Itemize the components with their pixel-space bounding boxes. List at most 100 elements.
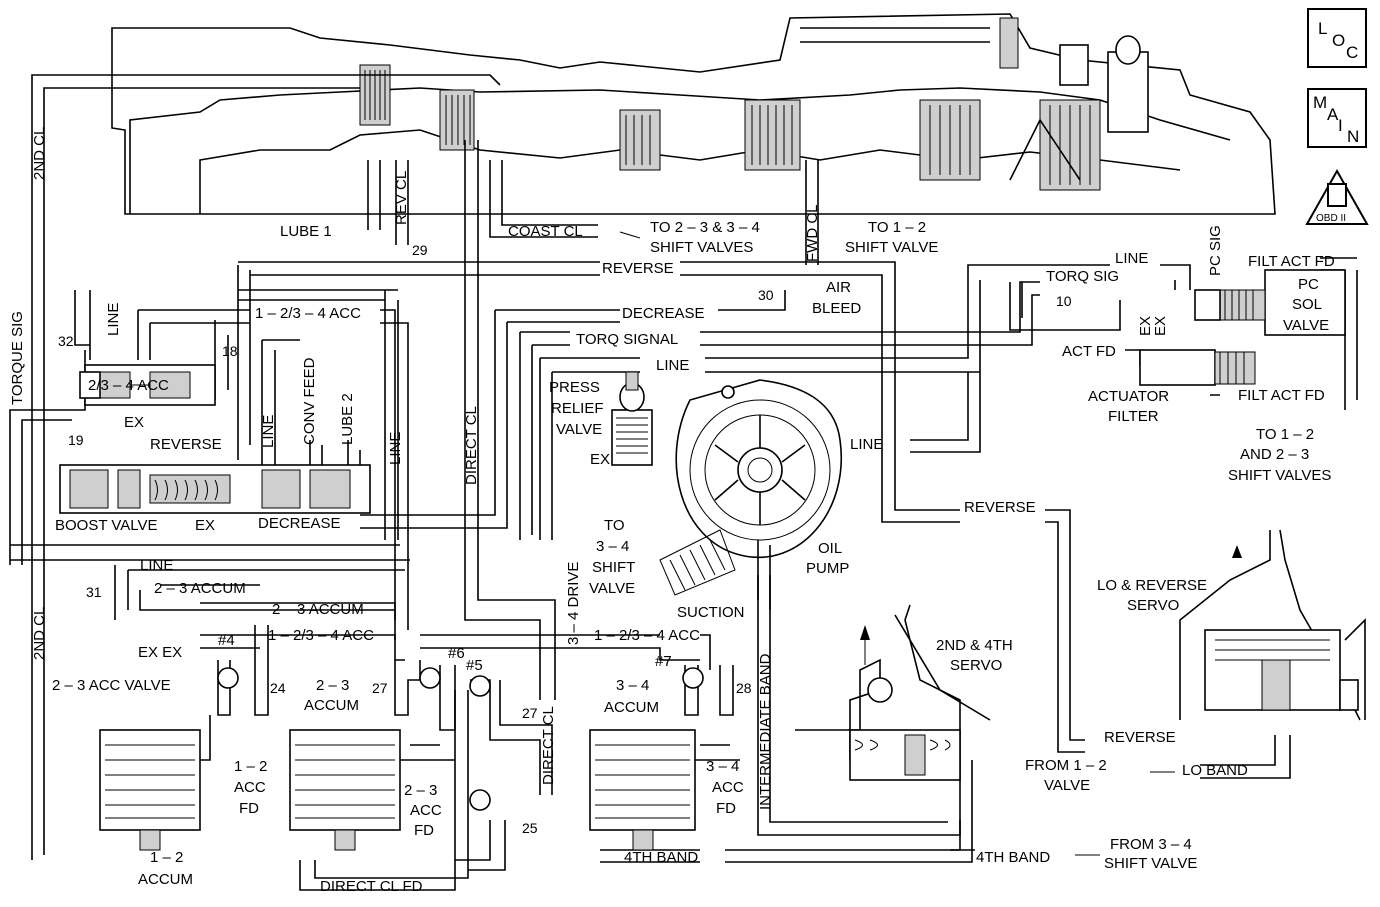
label-conv-feed: CONV FEED [301,357,318,445]
label-servo-2nd: SERVO [950,657,1002,674]
label-ex-pc-2: EX [1152,316,1169,336]
label-3-4-a: 3 – 4 [596,538,629,555]
label-accum-34: ACCUM [604,699,659,716]
label-intermediate-band: INTERMEDIATE BAND [757,653,774,810]
loc-letter-c: C [1346,43,1358,62]
label-pc-sig: PC SIG [1207,225,1224,276]
label-torq-signal: TORQ SIGNAL [576,331,678,348]
label-and-23: AND 2 – 3 [1240,446,1309,463]
actuator-filter [1139,349,1256,386]
label-line-pump: LINE [850,436,883,453]
orifice-31: 31 [86,584,102,600]
boost-valve-body [59,464,371,514]
label-decrease-top: DECREASE [622,305,705,322]
label-line-center: LINE [387,432,404,465]
label-acc-1234-right: 1 – 2/3 – 4 ACC [594,627,700,644]
obd-numeral: II [1330,187,1339,206]
transmission-cross-section [111,13,1276,215]
label-filt-act-fd-top: FILT ACT FD [1248,253,1335,270]
checkball-5: #5 [466,657,483,674]
label-lube-2: LUBE 2 [339,393,356,445]
labels: 2ND CL 2ND CL TORQUE SIG LUBE 1 REV CL 2… [9,127,1335,895]
servo-2nd-4th [795,604,991,781]
pc-solenoid-valve [1194,269,1346,336]
label-acc-234: 2/3 – 4 ACC [88,377,169,394]
label-2-3-accum-title: 2 – 3 [316,677,349,694]
label-shift-valve-bottom: SHIFT VALVE [1104,855,1197,872]
orifice-30: 30 [758,287,774,303]
label-acc-34: ACC [712,779,744,796]
obd-label: OBD II [1316,213,1346,224]
orifice-32: 32 [58,333,74,349]
label-oil: OIL [818,540,842,557]
label-relief: RELIEF [551,400,604,417]
lo-reverse-servo [1179,529,1366,721]
label-3-4-acc-fd-a: 3 – 4 [706,758,739,775]
label-fwd-cl: FWD CL [804,205,821,263]
accumulator-torque-valve-body [79,364,216,406]
label-torq-sig: TORQ SIG [1046,268,1119,285]
label-from-34: FROM 3 – 4 [1110,836,1192,853]
label-to-23-34: TO 2 – 3 & 3 – 4 [650,219,760,236]
label-4th-band-left: 4TH BAND [624,849,698,866]
label-lube-1: LUBE 1 [280,223,332,240]
loc-button[interactable]: L O C [1307,8,1367,68]
checkball-7: #7 [655,653,672,670]
main-letter-a: A [1327,105,1339,124]
label-decrease-left: DECREASE [258,515,341,532]
loc-letter-l: L [1318,19,1327,38]
label-accum-23: ACCUM [304,697,359,714]
orifice-10: 10 [1056,293,1072,309]
label-ex-relief: EX [590,451,610,468]
main-letter-i: I [1338,116,1343,135]
label-shift: SHIFT [592,559,635,576]
orifice-27-right: 27 [522,705,538,721]
label-filt-act-fd-bottom: FILT ACT FD [1238,387,1325,404]
label-valve-from-12: VALVE [1044,777,1090,794]
main-button[interactable]: M A I N [1307,88,1367,148]
main-letter-n: N [1347,127,1359,146]
label-actuator: ACTUATOR [1088,388,1169,405]
label-sol: SOL [1292,296,1322,313]
label-lo-reverse: LO & REVERSE [1097,577,1207,594]
obd-ii-button[interactable]: II OBD II [1305,168,1369,225]
label-line-right: LINE [1115,250,1148,267]
label-2-3-accum-b: 2 – 3 ACCUM [272,601,364,618]
label-direct-cl-fd: DIRECT CL FD [320,878,423,895]
label-3-4-drive: 3 – 4 DRIVE [565,562,582,645]
label-reverse-left: REVERSE [150,436,222,453]
label-air: AIR [826,279,851,296]
label-direct-cl-low: DIRECT CL [540,706,557,785]
label-2nd-cl-top: 2ND CL [31,127,48,180]
label-line-mid: LINE [656,357,689,374]
orifice-24: 24 [270,680,286,696]
label-rev-cl: REV CL [393,171,410,225]
oil-pump [659,379,843,596]
label-2nd-4th: 2ND & 4TH [936,637,1013,654]
orifice-28: 28 [736,680,752,696]
label-shift-valve-top: SHIFT VALVE [845,239,938,256]
main-letter-m: M [1313,93,1327,112]
label-shift-valves-right: SHIFT VALVES [1228,467,1331,484]
checkball-6: #6 [448,645,465,662]
orifice-19: 19 [68,432,84,448]
label-fd-34: FD [716,800,736,817]
label-act-fd: ACT FD [1062,343,1116,360]
label-filter: FILTER [1108,408,1159,425]
label-bleed: BLEED [812,300,861,317]
label-2-3-acc-fd-a: 2 – 3 [404,782,437,799]
label-valve-34: VALVE [589,580,635,597]
label-reverse-servo: REVERSE [1104,729,1176,746]
label-2-3-acc-valve: 2 – 3 ACC VALVE [52,677,171,694]
orifice-29: 29 [412,242,428,258]
label-line-boost: LINE [260,415,277,448]
orifice-18: 18 [222,343,238,359]
check-balls [217,667,704,811]
label-4th-band-right: 4TH BAND [976,849,1050,866]
label-acc-12: ACC [234,779,266,796]
checkball-4: #4 [218,632,235,649]
label-shift-valves-top: SHIFT VALVES [650,239,753,256]
label-from-12: FROM 1 – 2 [1025,757,1107,774]
label-pump: PUMP [806,560,849,577]
label-acc-1234-top: 1 – 2/3 – 4 ACC [255,305,361,322]
